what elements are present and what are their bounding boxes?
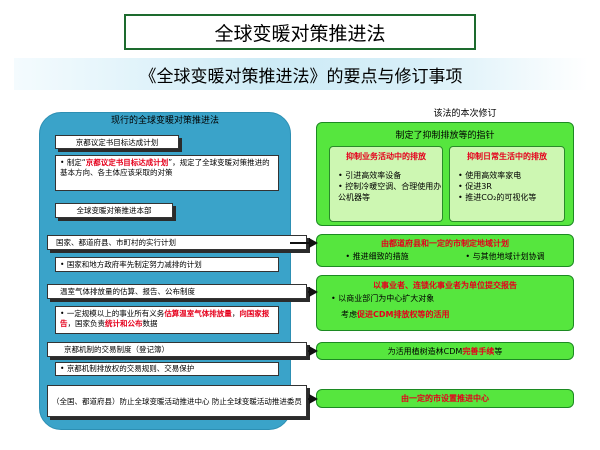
page-title: 全球变暖对策推进法 xyxy=(124,14,476,50)
note4-post: 数据 xyxy=(142,319,158,328)
arrow-head-center xyxy=(309,394,318,404)
business-item: • 控制冷暖空调、合理使用办公机器等 xyxy=(338,182,442,202)
daily-life-item: • 促进3R xyxy=(458,182,492,191)
note1-red: 京都议定书目标达成计划 xyxy=(85,158,169,167)
note1-post: ”，规定了全球变暖对策推进的基本方向、各主体应该采取的对策 xyxy=(60,158,270,177)
arrow-line-plan xyxy=(290,242,312,244)
action-plan-box: 国家、都道府县、市町村的实行计划 xyxy=(47,235,307,250)
business-report-item1: • 以商业部门为中心扩大对象 xyxy=(331,294,435,303)
activity-center-box: （全国、都道府县）防止全球变暖活动推进中心 防止全球变暖活动推进委员 xyxy=(47,385,307,417)
daily-life-emission-title: 抑制日常生活中的排放 xyxy=(467,152,547,161)
note4-pre: 一定规模以上的事业所有义务 xyxy=(66,309,165,318)
kyoto-plan-note: • 制定“京都议定书目标达成计划”，规定了全球变暖对策推进的基本方向、各主体应该… xyxy=(55,155,279,191)
note4-red2: 向国家报告 xyxy=(60,309,270,328)
business-report-line3: 考虑促进CDM排放权等的活用 xyxy=(341,310,450,319)
current-law-header: 现行的全球变暖对策推进法 xyxy=(110,116,219,126)
promotion-center-text: 由一定的市设置推进中心 xyxy=(401,394,489,403)
note5-text: 京都机制排放权的交易规则、交易保护 xyxy=(66,364,195,373)
arrow-head-report xyxy=(309,287,318,297)
kyoto-target-plan-box: 京都议定书目标达成计划 xyxy=(55,135,179,149)
page-subtitle: 《全球变暖对策推进法》的要点与修订事项 xyxy=(14,58,588,90)
revision-header: 该法的本次修订 xyxy=(433,109,497,119)
action-plan-note: • 国家和地方政府率先制定努力减排的计划 xyxy=(55,257,279,272)
business-emission-title: 抑制业务活动中的排放 xyxy=(346,152,426,161)
note4-red1: 估算温室气体排放量 xyxy=(164,309,232,318)
cdm-procedure-box: 为活用植树造林CDM完善手续等 xyxy=(316,342,574,360)
business-report-box: 以事业者、连锁化事业者为单位提交报告 • 以商业部门为中心扩大对象 考虑促进CD… xyxy=(316,275,574,331)
kyoto-mechanism-note: • 京都机制排放权的交易规则、交易保护 xyxy=(55,362,279,376)
daily-life-emission-list: • 使用高效率家电 • 促进3R • 推进CO₂的可视化等 xyxy=(458,170,564,203)
note4-red3: 统计和公布 xyxy=(105,319,143,328)
guideline-title: 制定了抑制排放等的指针 xyxy=(395,131,495,141)
daily-life-item: • 推进CO₂的可视化等 xyxy=(458,193,537,202)
business-emission-box: 抑制业务活动中的排放 • 引进高效率设备 • 控制冷暖空调、合理使用办公机器等 xyxy=(329,146,443,222)
note3-text: 国家和地方政府率先制定努力减排的计划 xyxy=(66,259,202,269)
business-item: • 引进高效率设备 xyxy=(338,171,402,180)
hq-box: 全球变暖对策推进本部 xyxy=(55,203,173,218)
note4-mid2: ，国家负责 xyxy=(67,319,106,328)
regional-plan-line1: 由都道府县和一定的市制定地域计划 xyxy=(381,239,509,248)
daily-life-item: • 使用高效率家电 xyxy=(458,171,522,180)
regional-plan-box: 由都道府县和一定的市制定地域计划 • 推进细致的措施 • 与其他地域计划协调 xyxy=(316,234,574,267)
daily-life-emission-box: 抑制日常生活中的排放 • 使用高效率家电 • 促进3R • 推进CO₂的可视化等 xyxy=(449,146,565,222)
regional-plan-item1: • 推进细致的措施 xyxy=(345,252,409,261)
arrow-head-plan xyxy=(309,238,318,248)
regional-plan-item2: • 与其他地域计划协调 xyxy=(465,252,545,261)
arrow-head-cdm xyxy=(309,346,318,356)
note1-pre: 制定“ xyxy=(66,158,86,167)
note4-mid: ， xyxy=(231,309,240,318)
kyoto-mechanism-box: 京都机制的交易制度（登记簿） xyxy=(47,342,307,357)
promotion-center-box: 由一定的市设置推进中心 xyxy=(316,389,574,408)
emission-report-box: 温室气体排放量的估算、报告、公布制度 xyxy=(47,284,307,299)
guideline-box: 制定了抑制排放等的指针 抑制业务活动中的排放 • 引进高效率设备 • 控制冷暖空… xyxy=(316,122,574,226)
cdm-procedure-text: 为活用植树造林CDM完善手续等 xyxy=(387,347,503,356)
emission-report-note: • 一定规模以上的事业所有义务估算温室气体排放量，向国家报告，国家负责统计和公布… xyxy=(55,306,279,334)
business-emission-list: • 引进高效率设备 • 控制冷暖空调、合理使用办公机器等 xyxy=(338,170,442,203)
business-report-line1: 以事业者、连锁化事业者为单位提交报告 xyxy=(373,281,517,290)
